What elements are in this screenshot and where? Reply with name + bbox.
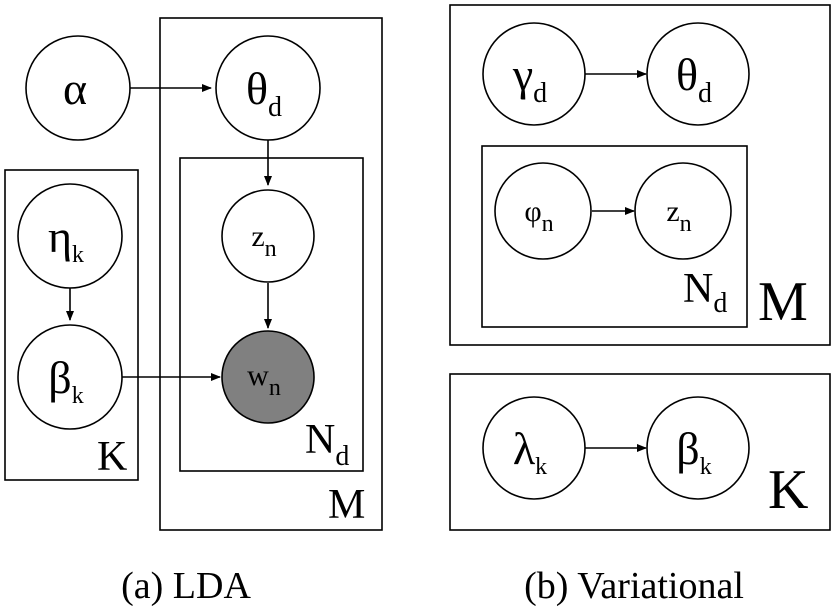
- plate-m-lda-label: M: [328, 482, 365, 528]
- plate-nd-lda: [179, 157, 364, 472]
- node-eta-k: [17, 183, 123, 289]
- node-eta-k-label: ηk: [48, 211, 84, 268]
- node-beta-k-var-label: βk: [676, 423, 711, 480]
- node-phi-n: [494, 162, 592, 260]
- node-beta-k-var: [646, 396, 750, 500]
- node-theta-d-label: θd: [246, 63, 282, 123]
- node-gamma-d-label: γd: [512, 49, 547, 109]
- node-w-n-observed: [221, 330, 315, 424]
- plate-nd-var: [481, 145, 748, 328]
- node-lambda-k: [482, 396, 586, 500]
- node-theta-d-var: [646, 22, 750, 126]
- node-alpha-label: α: [63, 63, 87, 114]
- node-z-n: [221, 189, 315, 283]
- node-beta-k-label: βk: [48, 352, 83, 409]
- node-w-n-label: wn: [247, 359, 281, 401]
- plate-k-lda: [4, 169, 139, 481]
- node-alpha: [25, 35, 131, 141]
- plate-m-var: [449, 4, 831, 346]
- plate-k-lda-label: K: [97, 434, 127, 480]
- plate-k-var-label: K: [768, 459, 808, 521]
- caption-lda: (a) LDA: [121, 565, 251, 607]
- caption-variational: (b) Variational: [524, 565, 744, 607]
- node-theta-d: [215, 35, 321, 141]
- plate-m-var-label: M: [758, 271, 808, 333]
- plate-nd-var-label: Nd: [683, 266, 727, 319]
- panel-lda: α θd zn wn ηk βk K Nd M (a) LDA: [4, 17, 383, 607]
- node-phi-n-label: φn: [524, 195, 553, 237]
- plate-nd-lda-label: Nd: [305, 417, 349, 472]
- node-beta-k: [17, 324, 123, 430]
- node-z-n-label: zn: [251, 220, 276, 262]
- node-gamma-d: [482, 22, 586, 126]
- node-theta-d-var-label: θd: [676, 49, 712, 109]
- node-z-n-var: [634, 162, 732, 260]
- node-lambda-k-label: λk: [513, 423, 547, 480]
- node-z-n-var-label: zn: [666, 195, 691, 237]
- plate-m-lda: [159, 17, 383, 531]
- plate-k-var: [449, 373, 831, 531]
- panel-variational: γd θd φn zn λk βk Nd M K (b) Variational: [449, 4, 831, 607]
